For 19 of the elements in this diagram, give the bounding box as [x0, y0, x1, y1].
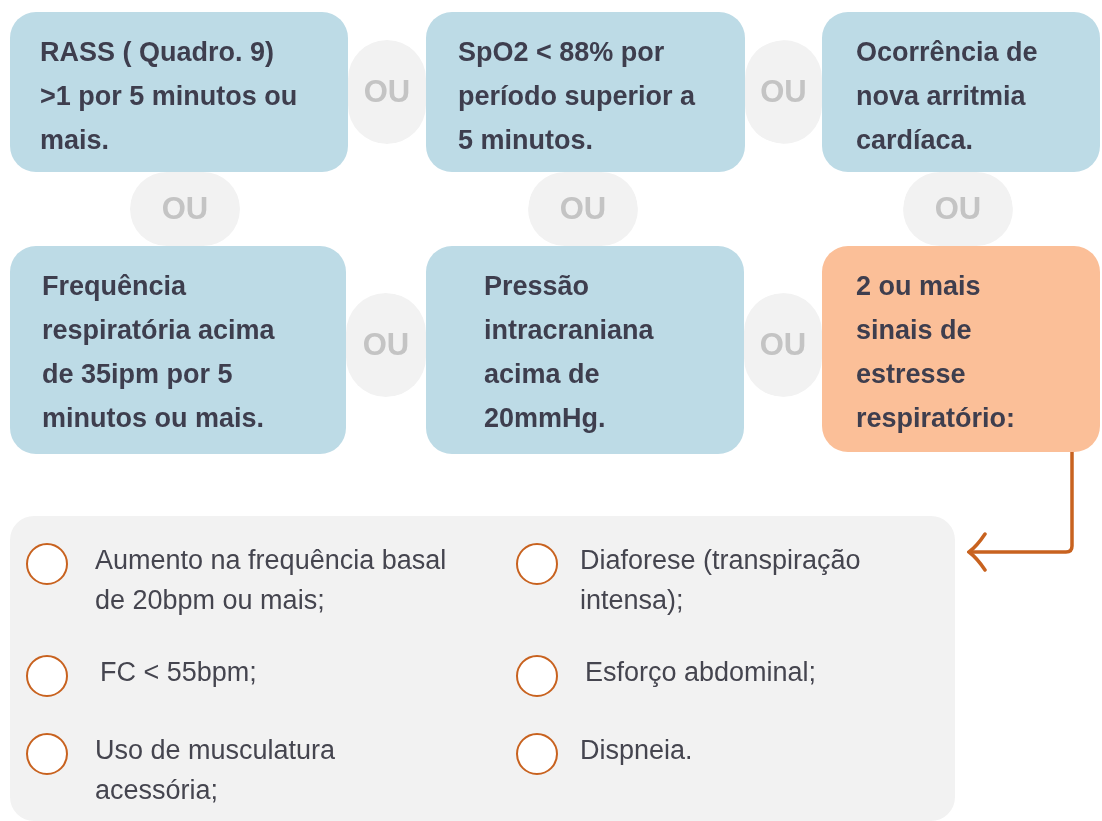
criterion-box — [822, 12, 1100, 172]
criterion-text: SpO2 < 88% por período superior a 5 minutos. — [458, 36, 697, 157]
criterion-text: Pressão intracraniana acima de 20mmHg. — [484, 270, 655, 435]
symptom-text: FC < 55bpm; — [100, 656, 258, 689]
criterion-box — [822, 246, 1100, 452]
symptom-text: Uso de musculatura acessória; — [95, 734, 337, 807]
symptom-text: Esforço abdominal; — [585, 656, 818, 689]
criterion-box — [10, 246, 346, 454]
symptom-panel — [10, 516, 955, 821]
criterion-text: RASS ( Quadro. 9) >1 por 5 minutos ou mais. — [40, 36, 299, 157]
criterion-text: Frequência respiratória acima de 35ipm por 5 minutos ou mais. — [42, 270, 276, 435]
criterion-text: 2 ou mais sinais de estresse respiratório: — [856, 270, 1017, 435]
symptom-text: Diaforese (transpiração intensa); — [580, 544, 862, 617]
criterion-text: Ocorrência de nova arritmia cardíaca. — [856, 36, 1039, 157]
criterion-box — [426, 12, 745, 172]
criterion-box — [10, 12, 348, 172]
criterion-box — [426, 246, 744, 454]
symptom-text: Aumento na frequência basal de 20bpm ou mais; — [95, 544, 448, 617]
symptom-text: Dispneia. — [580, 734, 694, 767]
